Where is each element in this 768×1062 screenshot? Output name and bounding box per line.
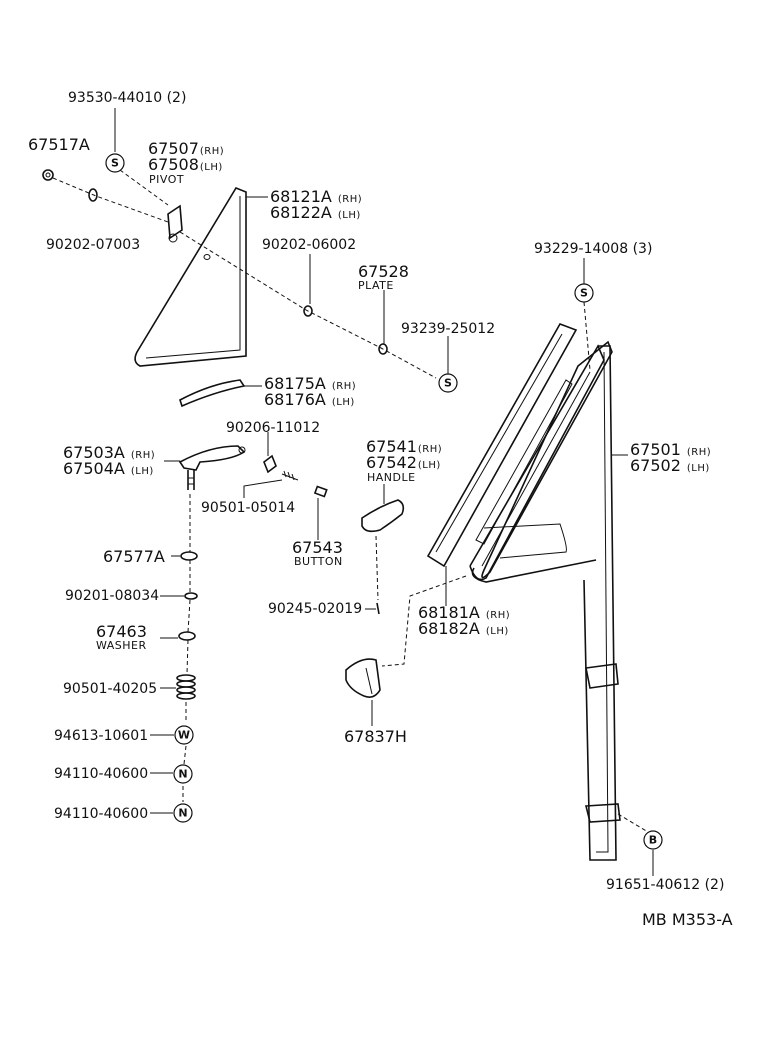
pin-90245-02019 (376, 602, 380, 615)
svg-text:68182A(LH): 68182A(LH) (418, 619, 509, 638)
label-91651-40612: 91651-40612 (2) (606, 877, 724, 893)
washer-90201-08034 (184, 592, 198, 600)
pivot-arm-67503a (178, 445, 246, 490)
washer-90202-06002 (303, 305, 313, 317)
s-symbol-93239: S (438, 373, 458, 393)
w-symbol-94613: W (174, 725, 194, 745)
label-67507-pivot: 67507(RH) 67508(LH) PIVOT (148, 139, 224, 186)
label-90501-05014: 90501-05014 (201, 500, 295, 516)
svg-text:S: S (111, 157, 119, 170)
label-90201-08034: 90201-08034 (65, 588, 159, 604)
vent-glass (134, 187, 247, 367)
label-67463-washer: 67463 WASHER (96, 622, 147, 652)
screw-90501-05014 (281, 470, 299, 481)
label-68175a: 68175A(RH) 68176A(LH) (264, 374, 356, 409)
label-67577a: 67577A (103, 547, 165, 566)
svg-text:68121A(RH): 68121A(RH) (270, 187, 362, 206)
washer-67577a (180, 551, 198, 561)
label-67837h: 67837H (344, 727, 407, 746)
washer-67463 (178, 631, 196, 641)
svg-text:PIVOT: PIVOT (149, 173, 184, 186)
label-94110-40600-b: 94110-40600 (54, 806, 148, 822)
label-68181a: 68181A(RH) 68182A(LH) (418, 603, 510, 638)
svg-text:67507(RH): 67507(RH) (148, 139, 224, 158)
label-90501-40205: 90501-40205 (63, 681, 157, 697)
svg-text:67501(RH): 67501(RH) (630, 440, 711, 459)
svg-text:PLATE: PLATE (358, 279, 394, 292)
handle-67541 (361, 499, 405, 533)
svg-text:67508(LH): 67508(LH) (148, 155, 223, 174)
svg-text:N: N (178, 768, 187, 781)
svg-text:67543: 67543 (292, 538, 343, 557)
division-glass-68181a (426, 323, 578, 568)
svg-text:93229-14008 (3): 93229-14008 (3) (534, 241, 652, 257)
label-67543-button: 67543 BUTTON (292, 538, 343, 568)
svg-text:67503A(RH): 67503A(RH) (63, 443, 155, 462)
svg-text:67504A(LH): 67504A(LH) (63, 459, 154, 478)
svg-text:WASHER: WASHER (96, 639, 147, 652)
label-93229-14008: 93229-14008 (3) (534, 241, 652, 257)
label-67517a: 67517A (28, 135, 90, 154)
svg-text:68175A(RH): 68175A(RH) (264, 374, 356, 393)
svg-text:67541(RH): 67541(RH) (366, 437, 442, 456)
svg-text:W: W (178, 729, 190, 742)
label-93239-25012: 93239-25012 (401, 321, 495, 337)
clip-90206-11012 (263, 454, 277, 474)
label-93530-44010: 93530-44010 (2) (68, 90, 186, 106)
button-67543 (313, 485, 328, 498)
label-90245-02019: 90245-02019 (268, 601, 362, 617)
svg-text:67542(LH): 67542(LH) (366, 453, 441, 472)
label-67541-handle: 67541(RH) 67542(LH) HANDLE (366, 437, 442, 484)
label-67503a: 67503A(RH) 67504A(LH) (63, 443, 155, 478)
svg-text:B: B (649, 834, 657, 847)
n-symbol-94110-a: N (173, 764, 193, 784)
weatherstrip-68175a (179, 379, 246, 408)
label-90206-11012: 90206-11012 (226, 420, 320, 436)
cover-67837h (345, 658, 381, 698)
s-symbol-93530: S (105, 153, 125, 173)
svg-text:S: S (444, 377, 452, 390)
vent-frame-67501 (469, 340, 621, 861)
svg-text:91651-40612 (2): 91651-40612 (2) (606, 877, 724, 893)
svg-text:67528: 67528 (358, 262, 409, 281)
pivot-bracket (167, 204, 183, 243)
label-90202-07003: 90202-07003 (46, 237, 140, 253)
label-68121a: 68121A(RH) 68122A(LH) (270, 187, 362, 222)
svg-text:93530-44010 (2): 93530-44010 (2) (68, 90, 186, 106)
svg-text:67463: 67463 (96, 622, 147, 641)
plate-67528 (378, 343, 388, 355)
label-90202-06002: 90202-06002 (262, 237, 356, 253)
svg-text:N: N (178, 807, 187, 820)
label-94613-10601: 94613-10601 (54, 728, 148, 744)
svg-text:BUTTON: BUTTON (294, 555, 343, 568)
diagram-code: MB M353-A (642, 910, 733, 929)
label-67528-plate: 67528 PLATE (358, 262, 409, 292)
svg-text:67502(LH): 67502(LH) (630, 456, 710, 475)
label-94110-40600-a: 94110-40600 (54, 766, 148, 782)
svg-text:HANDLE: HANDLE (367, 471, 416, 484)
spring-90501-40205 (176, 674, 196, 700)
nut-67517a (42, 169, 54, 181)
b-symbol-91651: B (643, 830, 663, 850)
svg-text:68122A(LH): 68122A(LH) (270, 203, 361, 222)
label-67501: 67501(RH) 67502(LH) (630, 440, 711, 475)
svg-text:68176A(LH): 68176A(LH) (264, 390, 355, 409)
washer-90202-07003 (88, 188, 98, 202)
svg-text:S: S (580, 287, 588, 300)
s-symbol-93229: S (574, 283, 594, 303)
svg-text:68181A(RH): 68181A(RH) (418, 603, 510, 622)
n-symbol-94110-b: N (173, 803, 193, 823)
